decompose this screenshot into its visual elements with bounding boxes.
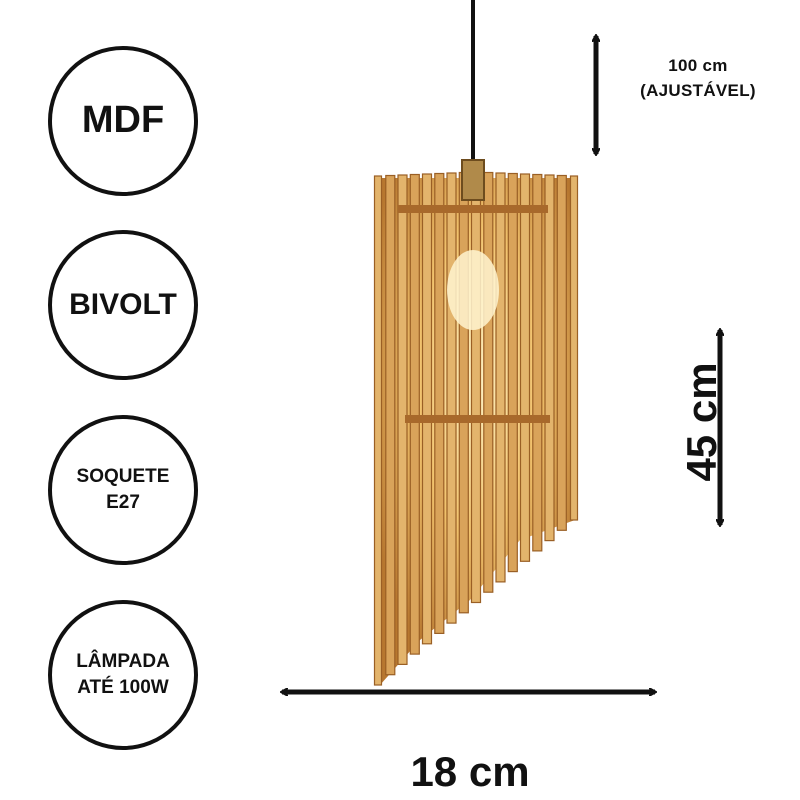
lamp-slat [507, 172, 518, 573]
lamp-slats [373, 171, 579, 686]
cable-length-note: (AJUSTÁVEL) [640, 80, 756, 100]
lamp-slat [569, 175, 579, 521]
badge-voltage: BIVOLT [48, 230, 198, 380]
lamp-slat [446, 172, 457, 624]
cable-length-label: 100 cm (AJUSTÁVEL) [598, 54, 798, 103]
lamp-socket [461, 159, 485, 201]
pendant-lamp [373, 159, 579, 686]
badge-socket: SOQUETE E27 [48, 415, 198, 565]
lamp-ring-top [398, 205, 548, 213]
lamp-slat [483, 171, 494, 593]
lamp-slat [434, 172, 445, 634]
width-label: 18 cm [410, 748, 530, 795]
lamp-slat [544, 174, 555, 542]
badge-socket-line-1: SOQUETE [76, 466, 170, 488]
lamp-slat [458, 171, 469, 614]
badge-bulb-label: LÂMPADA ATÉ 100W [76, 649, 170, 700]
lamp-slat [409, 173, 420, 655]
lamp-slat [421, 173, 433, 645]
badge-bulb-line-1: LÂMPADA [76, 651, 170, 673]
badge-bulb: LÂMPADA ATÉ 100W [48, 600, 198, 750]
badge-socket-line-2: E27 [106, 492, 140, 513]
lamp-slat [556, 174, 567, 531]
height-label: 45 cm [678, 362, 725, 482]
lamp-slat [532, 173, 543, 552]
badge-voltage-label: BIVOLT [69, 287, 177, 321]
lamp-slat [470, 171, 482, 604]
lamp-bulb [447, 250, 499, 330]
badge-material: MDF [48, 46, 198, 196]
badge-material-label: MDF [81, 99, 165, 142]
lamp-slat [385, 174, 396, 676]
lamp-slat [495, 172, 506, 583]
lamp-slat [519, 173, 531, 562]
badge-bulb-line-2: ATÉ 100W [77, 677, 169, 698]
cable-length-value: 100 cm [668, 56, 728, 75]
lamp-slat [373, 175, 383, 686]
lamp-ring-middle [405, 415, 550, 423]
badge-socket-label: SOQUETE E27 [77, 464, 170, 515]
